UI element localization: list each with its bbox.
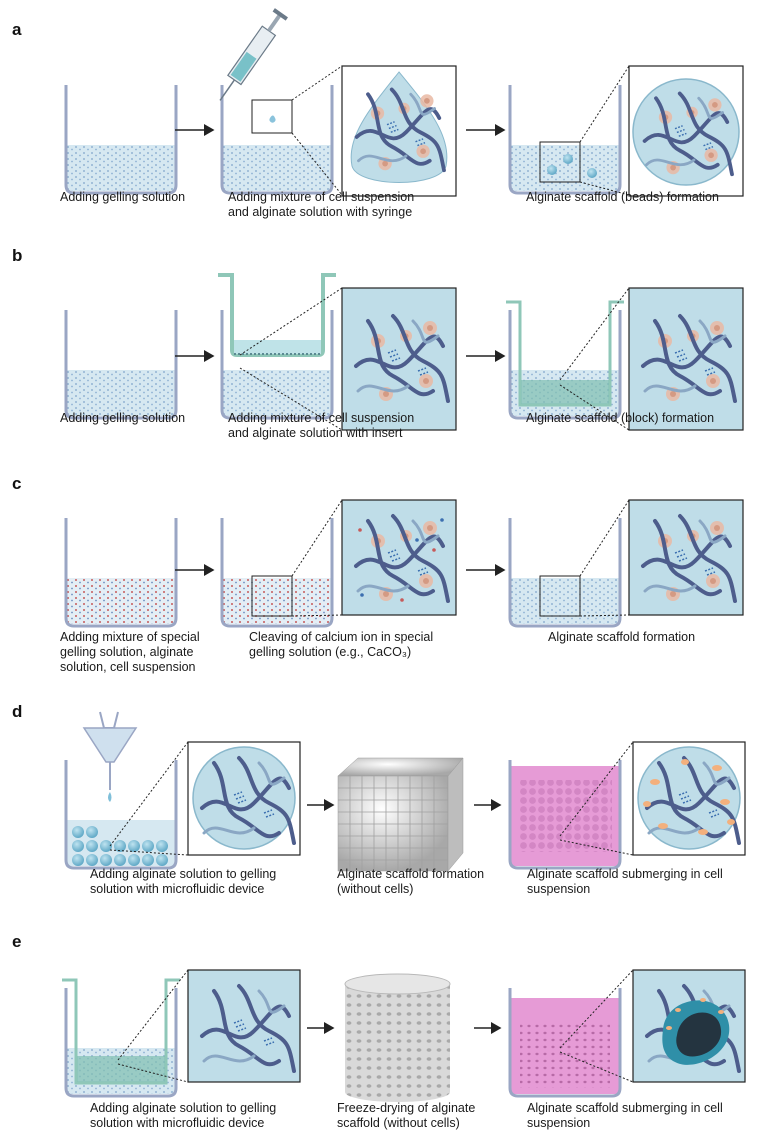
caption: Alginate scaffold (beads) formation bbox=[526, 190, 719, 204]
beaker-gelling bbox=[64, 83, 178, 195]
inset-ion-cleaving bbox=[341, 499, 457, 616]
caption: Adding mixture of cell suspension and al… bbox=[228, 411, 415, 440]
inset-scaffold bbox=[628, 499, 744, 616]
caption: Adding gelling solution bbox=[60, 190, 186, 204]
beaker-insert-gel bbox=[62, 978, 180, 1098]
freeze-dried-cylinder bbox=[344, 973, 451, 1102]
panel-d: d bbox=[0, 700, 757, 920]
panel-label: e bbox=[12, 932, 22, 951]
caption: Adding mixture of special gelling soluti… bbox=[60, 630, 200, 674]
caption: Alginate scaffold formation bbox=[548, 630, 696, 644]
caption: Freeze-drying of alginate scaffold (with… bbox=[337, 1101, 476, 1130]
beaker-block bbox=[506, 300, 624, 420]
inset-block bbox=[341, 287, 457, 431]
panel-e: e bbox=[0, 920, 757, 1135]
inset-bead-sphere bbox=[628, 65, 744, 197]
panel-b-illustration bbox=[64, 273, 744, 431]
panel-a: a bbox=[0, 0, 757, 230]
panel-d-illustration bbox=[64, 711, 746, 872]
inset-cells-bead bbox=[632, 741, 746, 856]
caption: Adding gelling solution bbox=[60, 411, 186, 425]
panel-label: d bbox=[12, 702, 23, 721]
syringe-icon bbox=[219, 8, 288, 101]
beaker-cleaving bbox=[220, 516, 334, 628]
beaker-special-gel bbox=[64, 516, 178, 628]
beaker-scaffold bbox=[508, 516, 622, 628]
caption: Alginate scaffold submerging in cell sus… bbox=[527, 1101, 723, 1130]
caption: Adding alginate solution to gelling solu… bbox=[90, 1101, 277, 1130]
inset-cell-in-pore bbox=[632, 969, 746, 1083]
beaker-syringe bbox=[220, 83, 334, 195]
caption: Alginate scaffold (block) formation bbox=[526, 411, 715, 425]
panel-a-illustration bbox=[64, 8, 744, 197]
inset-block-scaffold bbox=[628, 287, 744, 431]
panel-c: c Adding mixture bbox=[0, 460, 757, 700]
caption: Adding mixture of cell suspension and al… bbox=[228, 190, 415, 219]
inset-gel-network bbox=[187, 969, 301, 1083]
panel-e-illustration bbox=[62, 969, 746, 1102]
microfluidic-device-icon bbox=[82, 711, 138, 802]
panel-c-illustration bbox=[64, 499, 744, 628]
beaker-gelling bbox=[64, 308, 178, 420]
inset-bead-structure bbox=[187, 741, 301, 856]
scaffold-cube bbox=[337, 757, 464, 872]
panel-label: c bbox=[12, 474, 22, 493]
caption: Alginate scaffold formation (without cel… bbox=[337, 867, 485, 896]
beaker-pink-submerge bbox=[508, 758, 622, 870]
beaker-insert bbox=[218, 273, 336, 420]
caption: Alginate scaffold submerging in cell sus… bbox=[527, 867, 723, 896]
panel-b: b Adding gelling bbox=[0, 230, 757, 460]
beaker-beads bbox=[508, 83, 622, 195]
panel-label: a bbox=[12, 20, 22, 39]
caption: Cleaving of calcium ion in special gelli… bbox=[249, 630, 434, 659]
panel-label: b bbox=[12, 246, 23, 265]
inset-bead bbox=[341, 65, 457, 197]
caption: Adding alginate solution to gelling solu… bbox=[90, 867, 277, 896]
beaker-pink-porous bbox=[508, 986, 622, 1098]
beaker-microfluidic bbox=[64, 758, 178, 870]
